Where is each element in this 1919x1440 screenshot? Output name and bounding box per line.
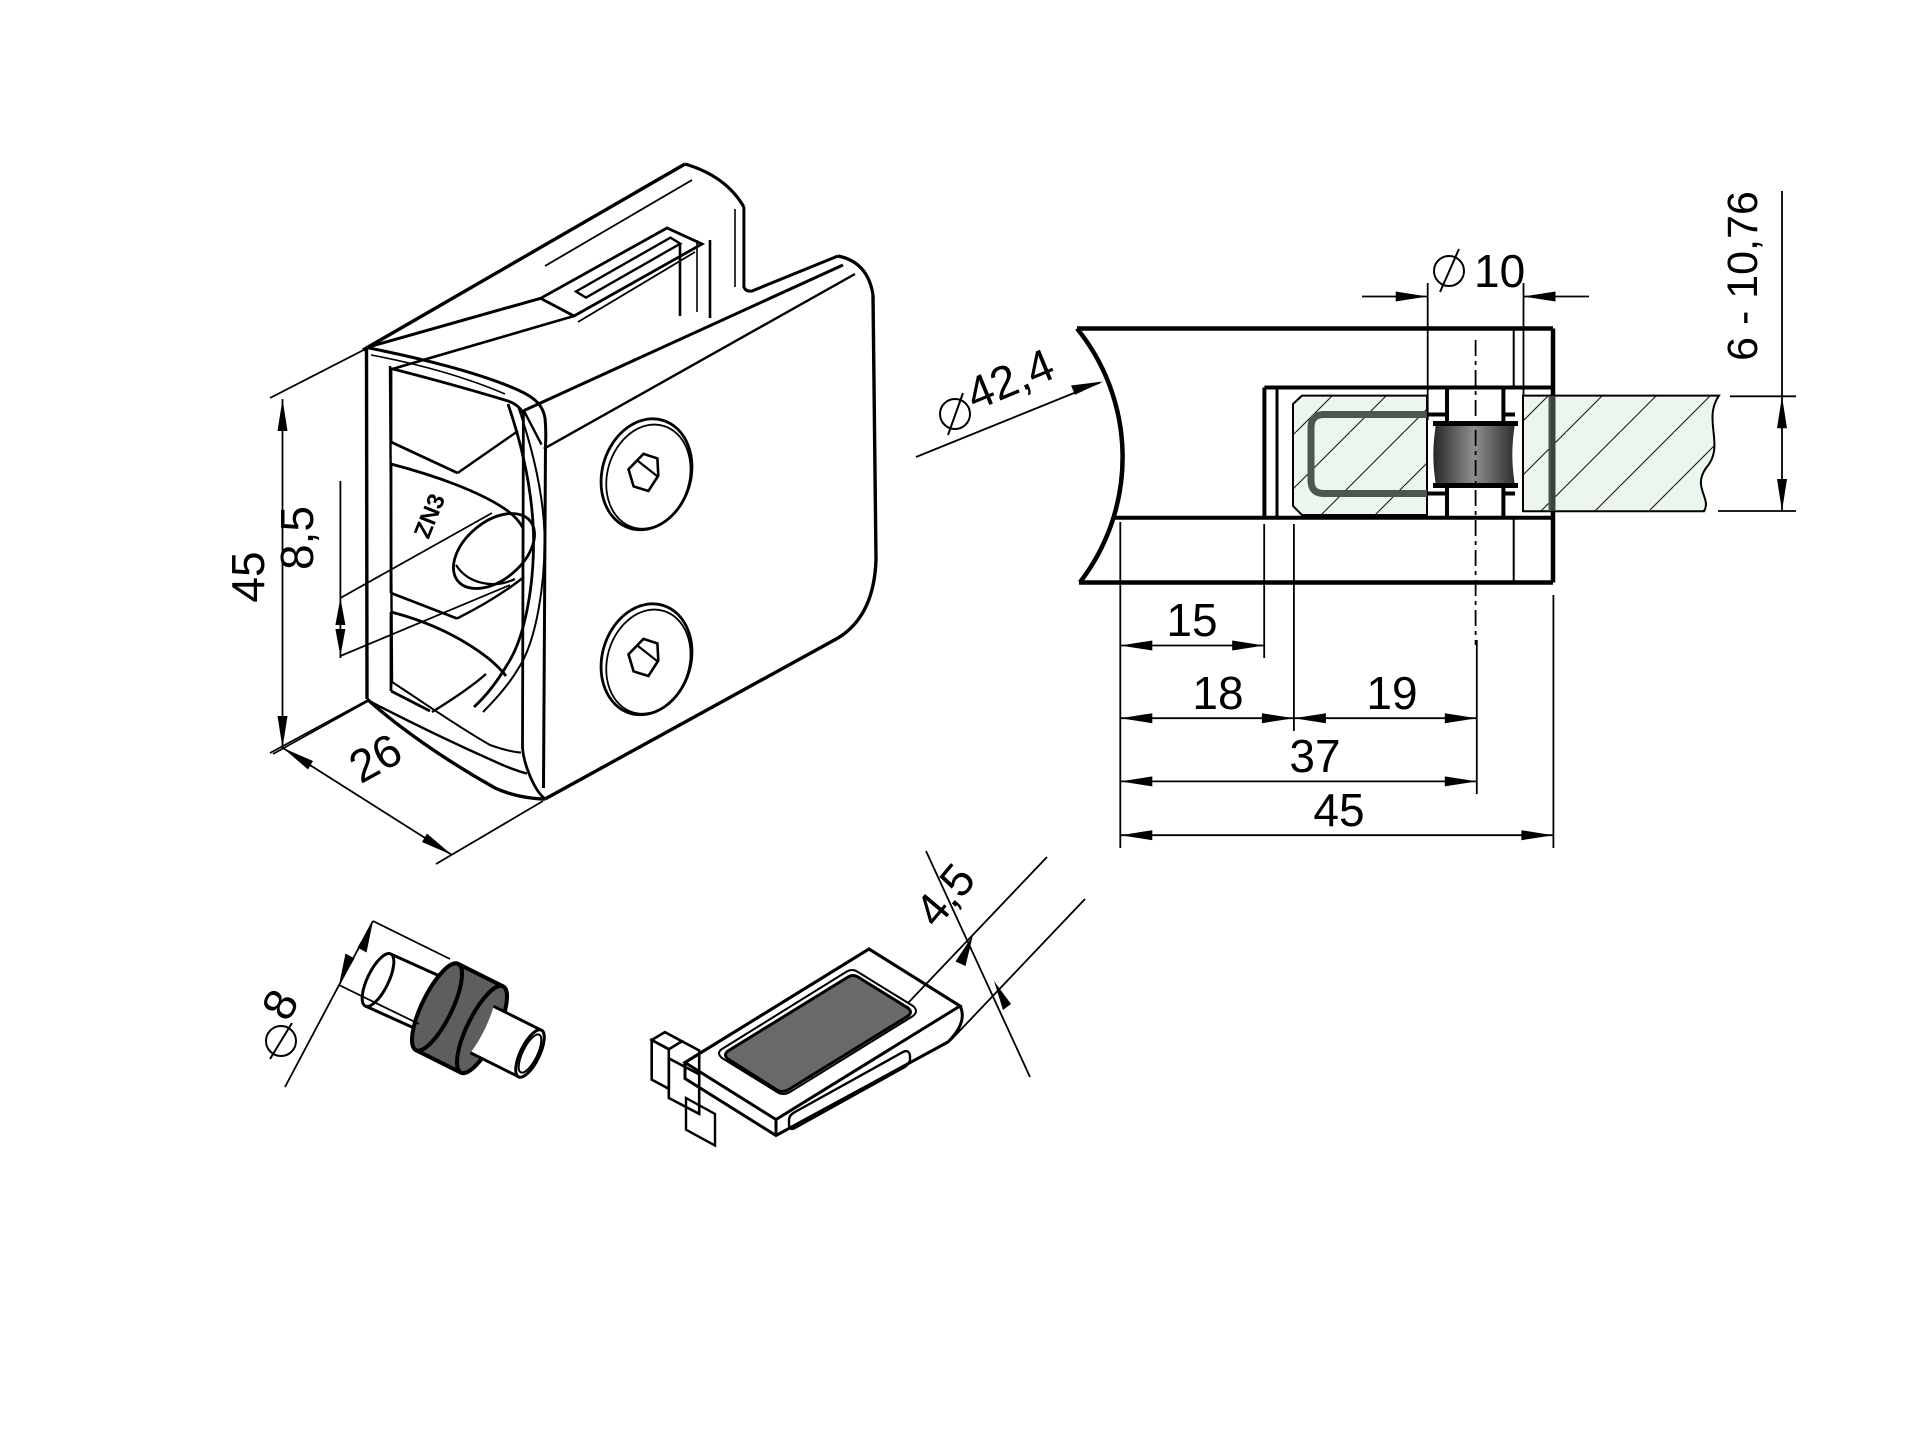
- svg-text:18: 18: [1192, 667, 1243, 719]
- svg-text:8: 8: [251, 981, 309, 1028]
- svg-text:45: 45: [222, 551, 274, 602]
- svg-text:10: 10: [1474, 245, 1525, 297]
- svg-text:4,5: 4,5: [904, 854, 985, 936]
- svg-text:15: 15: [1166, 594, 1217, 646]
- svg-text:8,5: 8,5: [271, 506, 323, 570]
- svg-text:37: 37: [1289, 730, 1340, 782]
- svg-text:ZN3: ZN3: [409, 490, 451, 542]
- svg-text:19: 19: [1366, 667, 1417, 719]
- svg-text:42,4: 42,4: [959, 338, 1062, 420]
- svg-text:26: 26: [340, 723, 410, 793]
- svg-text:45: 45: [1313, 784, 1364, 836]
- svg-text:6 - 10,76: 6 - 10,76: [1719, 191, 1767, 361]
